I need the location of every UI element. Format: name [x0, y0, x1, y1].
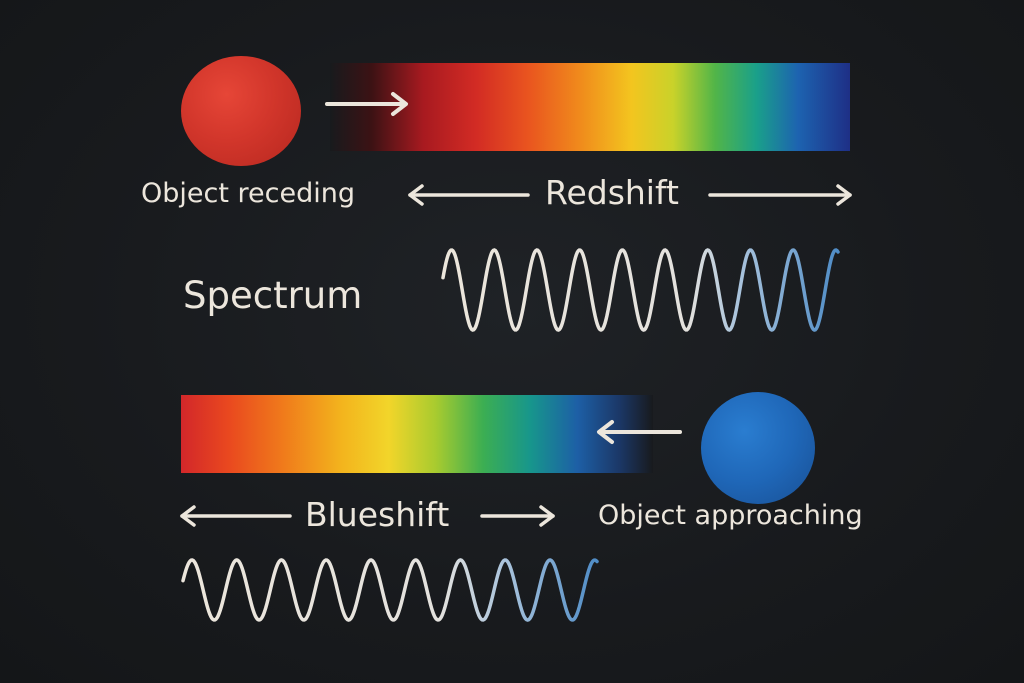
spectrum-label: Spectrum: [183, 274, 363, 317]
object-receding-label: Object receding: [141, 178, 355, 209]
double-arrow-icon: [180, 505, 555, 527]
arrow-right-icon: [325, 92, 408, 116]
receding-object: [181, 56, 301, 166]
object-approaching-label: Object approaching: [598, 500, 863, 531]
double-arrow-icon: [408, 184, 852, 206]
blueshift-spectrum-bar: [181, 395, 653, 473]
redshift-label: Redshift: [545, 173, 679, 212]
blueshift-wave: [181, 558, 599, 622]
redshift-spectrum-bar: [330, 63, 850, 151]
blueshift-label: Blueshift: [305, 495, 450, 534]
arrow-left-icon: [597, 420, 682, 444]
approaching-object: [701, 392, 815, 504]
spectrum-wave: [441, 248, 840, 332]
